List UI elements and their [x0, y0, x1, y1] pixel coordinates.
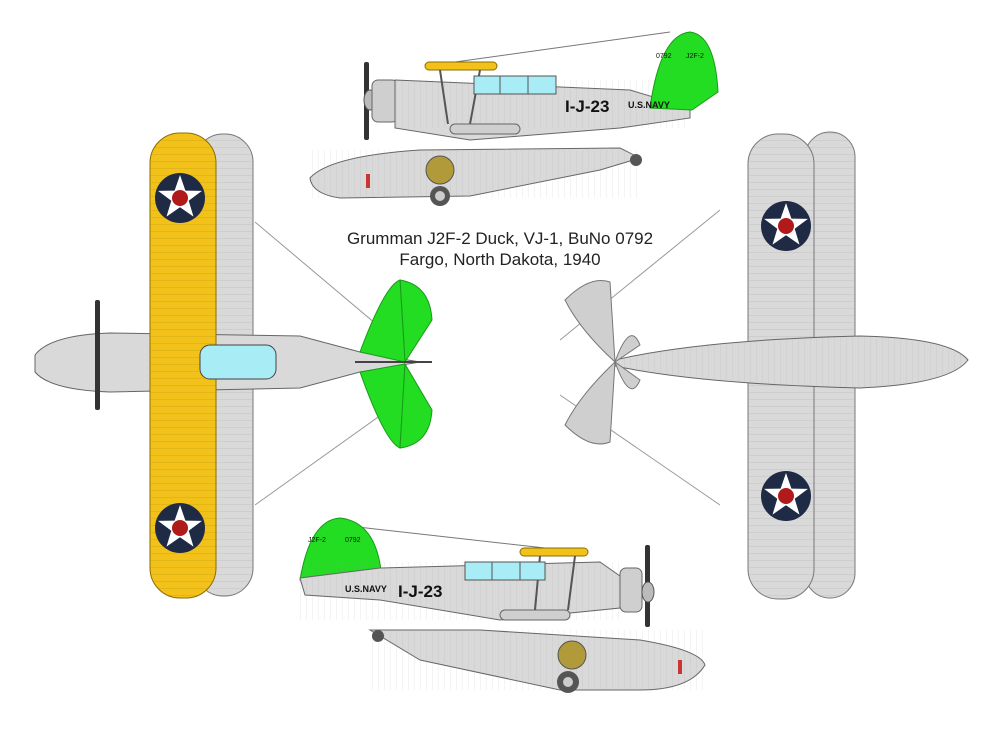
- fuselage-code: I-J-23: [565, 97, 609, 116]
- tail-type: J2F-2: [686, 53, 704, 60]
- fuselage-code-2: I-J-23: [398, 582, 442, 601]
- tail-type-2: J2F-2: [308, 537, 326, 544]
- tail-buno: 0792: [656, 53, 672, 60]
- side-view-top: J2F-2 0792 I-J-23 U.S.NAVY: [309, 31, 719, 206]
- caption: Grumman J2F-2 Duck, VJ-1, BuNo 0792 Farg…: [300, 228, 700, 270]
- bottom-view: [559, 131, 969, 600]
- caption-line-2: Fargo, North Dakota, 1940: [399, 250, 601, 269]
- caption-line-1: Grumman J2F-2 Duck, VJ-1, BuNo 0792: [346, 229, 654, 248]
- fuselage-service-2: U.S.NAVY: [345, 584, 387, 594]
- top-view: [34, 132, 433, 599]
- side-view-bottom: J2F-2 0792 U.S.NAVY I-J-23: [299, 517, 706, 693]
- fuselage-service: U.S.NAVY: [628, 100, 670, 110]
- tail-buno-2: 0792: [345, 537, 361, 544]
